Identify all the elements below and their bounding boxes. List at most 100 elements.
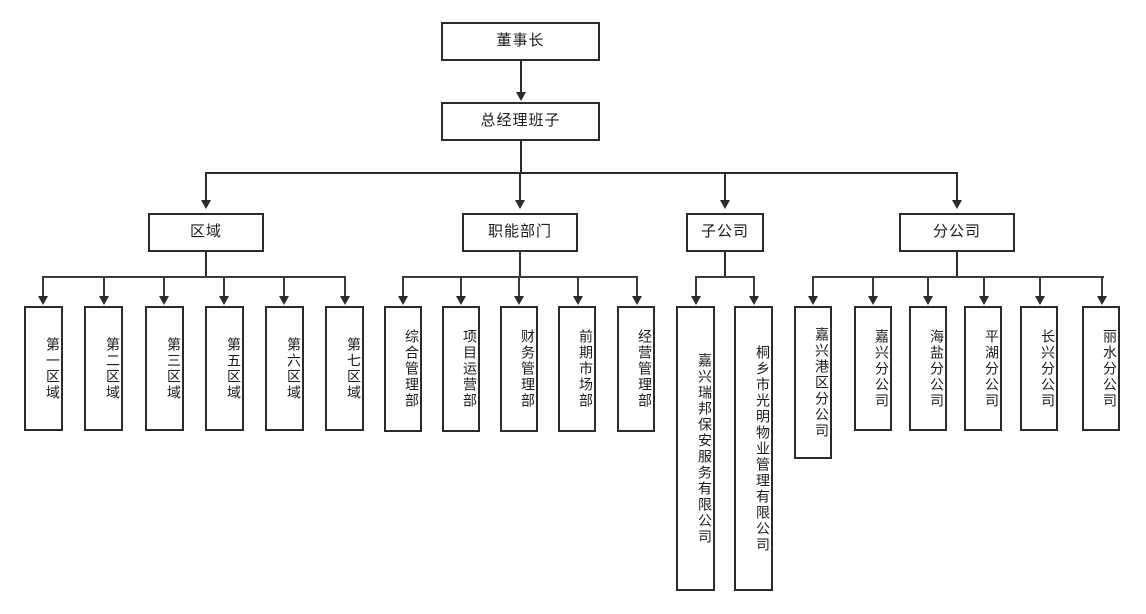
node-branch-lishui-label: 丽水分公司 <box>1102 328 1118 409</box>
arrow-to-region-1 <box>38 296 48 305</box>
node-branch-changxing[interactable]: 长兴分公司 <box>1020 306 1058 431</box>
arrow-to-region-6 <box>279 296 289 305</box>
connector-drop-region-7 <box>344 276 346 298</box>
arrow-to-dept-project <box>456 296 466 305</box>
node-dept-market[interactable]: 前期市场部 <box>558 306 596 432</box>
connector-drop-branch-changxing <box>1039 276 1041 298</box>
node-dept-general-label: 综合管理部 <box>404 329 420 409</box>
connector-branch-trunk <box>956 252 958 277</box>
node-dept-general[interactable]: 综合管理部 <box>384 306 422 432</box>
arrow-to-branch-lishui <box>1097 296 1107 305</box>
node-sub-guangming[interactable]: 桐乡市光明物业管理有限公司 <box>734 306 773 591</box>
connector-drop-branch-lishui <box>1101 276 1103 298</box>
node-branch-changxing-label: 长兴分公司 <box>1040 328 1056 409</box>
arrow-to-branch-pinghu <box>979 296 989 305</box>
connector-drop-region-2 <box>103 276 105 298</box>
node-branch-pinghu[interactable]: 平湖分公司 <box>964 306 1002 431</box>
node-gm-team-label: 总经理班子 <box>480 112 561 130</box>
arrow-to-branch-jiaxinggangqu <box>808 296 818 305</box>
connector-drop-sub-guangming <box>753 276 755 298</box>
node-region-1-label: 第一区域 <box>45 336 61 401</box>
node-chairman[interactable]: 董事长 <box>441 22 600 61</box>
arrow-to-dept-general <box>398 296 408 305</box>
node-subsidiary-label: 子公司 <box>700 223 749 241</box>
connector-drop-dept-general <box>402 276 404 298</box>
node-sub-ruibang-label: 嘉兴瑞邦保安服务有限公司 <box>697 352 713 545</box>
connector-gm-trunk <box>520 141 522 173</box>
connector-drop-branch-haiyan <box>927 276 929 298</box>
node-dept-finance[interactable]: 财务管理部 <box>500 306 538 432</box>
node-sub-ruibang[interactable]: 嘉兴瑞邦保安服务有限公司 <box>676 306 715 591</box>
node-region-3[interactable]: 第三区域 <box>145 306 184 431</box>
connector-drop-dept-operations <box>636 276 638 298</box>
node-region[interactable]: 区域 <box>148 213 264 252</box>
arrow-to-branch-jiaxing <box>868 296 878 305</box>
connector-region-bus <box>42 276 345 278</box>
node-region-6-label: 第六区域 <box>286 336 302 401</box>
node-branch-haiyan[interactable]: 海盐分公司 <box>909 306 947 431</box>
connector-drop-region-5 <box>223 276 225 298</box>
node-branch-jiaxing[interactable]: 嘉兴分公司 <box>854 306 892 431</box>
connector-drop-region-3 <box>163 276 165 298</box>
node-region-6[interactable]: 第六区域 <box>265 306 304 431</box>
node-dept-finance-label: 财务管理部 <box>520 329 536 409</box>
node-region-label: 区域 <box>189 223 222 241</box>
node-branch-jiaxinggangqu-label: 嘉兴港区分公司 <box>814 326 830 439</box>
node-region-5-label: 第五区域 <box>226 336 242 401</box>
arrow-to-sub-guangming <box>749 296 759 305</box>
connector-region-trunk <box>205 252 207 277</box>
node-region-7-label: 第七区域 <box>346 336 362 401</box>
arrow-to-region <box>201 200 211 209</box>
arrow-to-gm <box>516 92 526 101</box>
node-region-3-label: 第三区域 <box>166 336 182 401</box>
connector-drop-dept-project <box>460 276 462 298</box>
node-region-5[interactable]: 第五区域 <box>205 306 244 431</box>
connector-chairman-to-gm <box>520 61 522 93</box>
node-dept-project-label: 项目运营部 <box>462 329 478 409</box>
connector-subsidiary-bus <box>695 276 754 278</box>
arrow-to-functional-dept <box>515 200 525 209</box>
connector-drop-region-1 <box>42 276 44 298</box>
node-region-2[interactable]: 第二区域 <box>84 306 123 431</box>
connector-branch-bus <box>812 276 1104 278</box>
connector-drop-sub-ruibang <box>695 276 697 298</box>
connector-dept-trunk <box>519 252 521 277</box>
node-region-2-label: 第二区域 <box>105 336 121 401</box>
arrow-to-region-2 <box>99 296 109 305</box>
node-branch-jiaxinggangqu[interactable]: 嘉兴港区分公司 <box>794 306 832 459</box>
node-branch-haiyan-label: 海盐分公司 <box>929 328 945 409</box>
arrow-to-dept-market <box>573 296 583 305</box>
node-sub-guangming-label: 桐乡市光明物业管理有限公司 <box>755 344 771 553</box>
arrow-to-region-5 <box>219 296 229 305</box>
connector-drop-branch-jiaxing <box>872 276 874 298</box>
connector-drop-dept-market <box>577 276 579 298</box>
node-region-7[interactable]: 第七区域 <box>325 306 364 431</box>
node-branch-lishui[interactable]: 丽水分公司 <box>1082 306 1120 431</box>
node-dept-operations-label: 经营管理部 <box>637 329 653 409</box>
arrow-to-region-3 <box>159 296 169 305</box>
connector-drop-branch-jiaxinggangqu <box>812 276 814 298</box>
node-dept-operations[interactable]: 经营管理部 <box>617 306 655 432</box>
node-functional-dept-label: 职能部门 <box>487 223 552 241</box>
node-branch-jiaxing-label: 嘉兴分公司 <box>874 328 890 409</box>
node-subsidiary[interactable]: 子公司 <box>686 213 764 252</box>
connector-drop-subsidiary <box>724 172 726 202</box>
connector-drop-functional-dept <box>519 172 521 202</box>
connector-drop-branch <box>956 172 958 202</box>
connector-drop-branch-pinghu <box>983 276 985 298</box>
node-branch-pinghu-label: 平湖分公司 <box>984 328 1000 409</box>
node-gm-team[interactable]: 总经理班子 <box>441 102 600 141</box>
arrow-to-dept-operations <box>632 296 642 305</box>
arrow-to-sub-ruibang <box>691 296 701 305</box>
node-dept-project[interactable]: 项目运营部 <box>442 306 480 432</box>
connector-drop-region <box>205 172 207 202</box>
node-branch[interactable]: 分公司 <box>899 213 1015 252</box>
node-functional-dept[interactable]: 职能部门 <box>462 213 578 252</box>
connector-drop-region-6 <box>283 276 285 298</box>
arrow-to-region-7 <box>340 296 350 305</box>
node-region-1[interactable]: 第一区域 <box>24 306 63 431</box>
arrow-to-dept-finance <box>514 296 524 305</box>
node-branch-label: 分公司 <box>932 223 981 241</box>
connector-drop-dept-finance <box>518 276 520 298</box>
